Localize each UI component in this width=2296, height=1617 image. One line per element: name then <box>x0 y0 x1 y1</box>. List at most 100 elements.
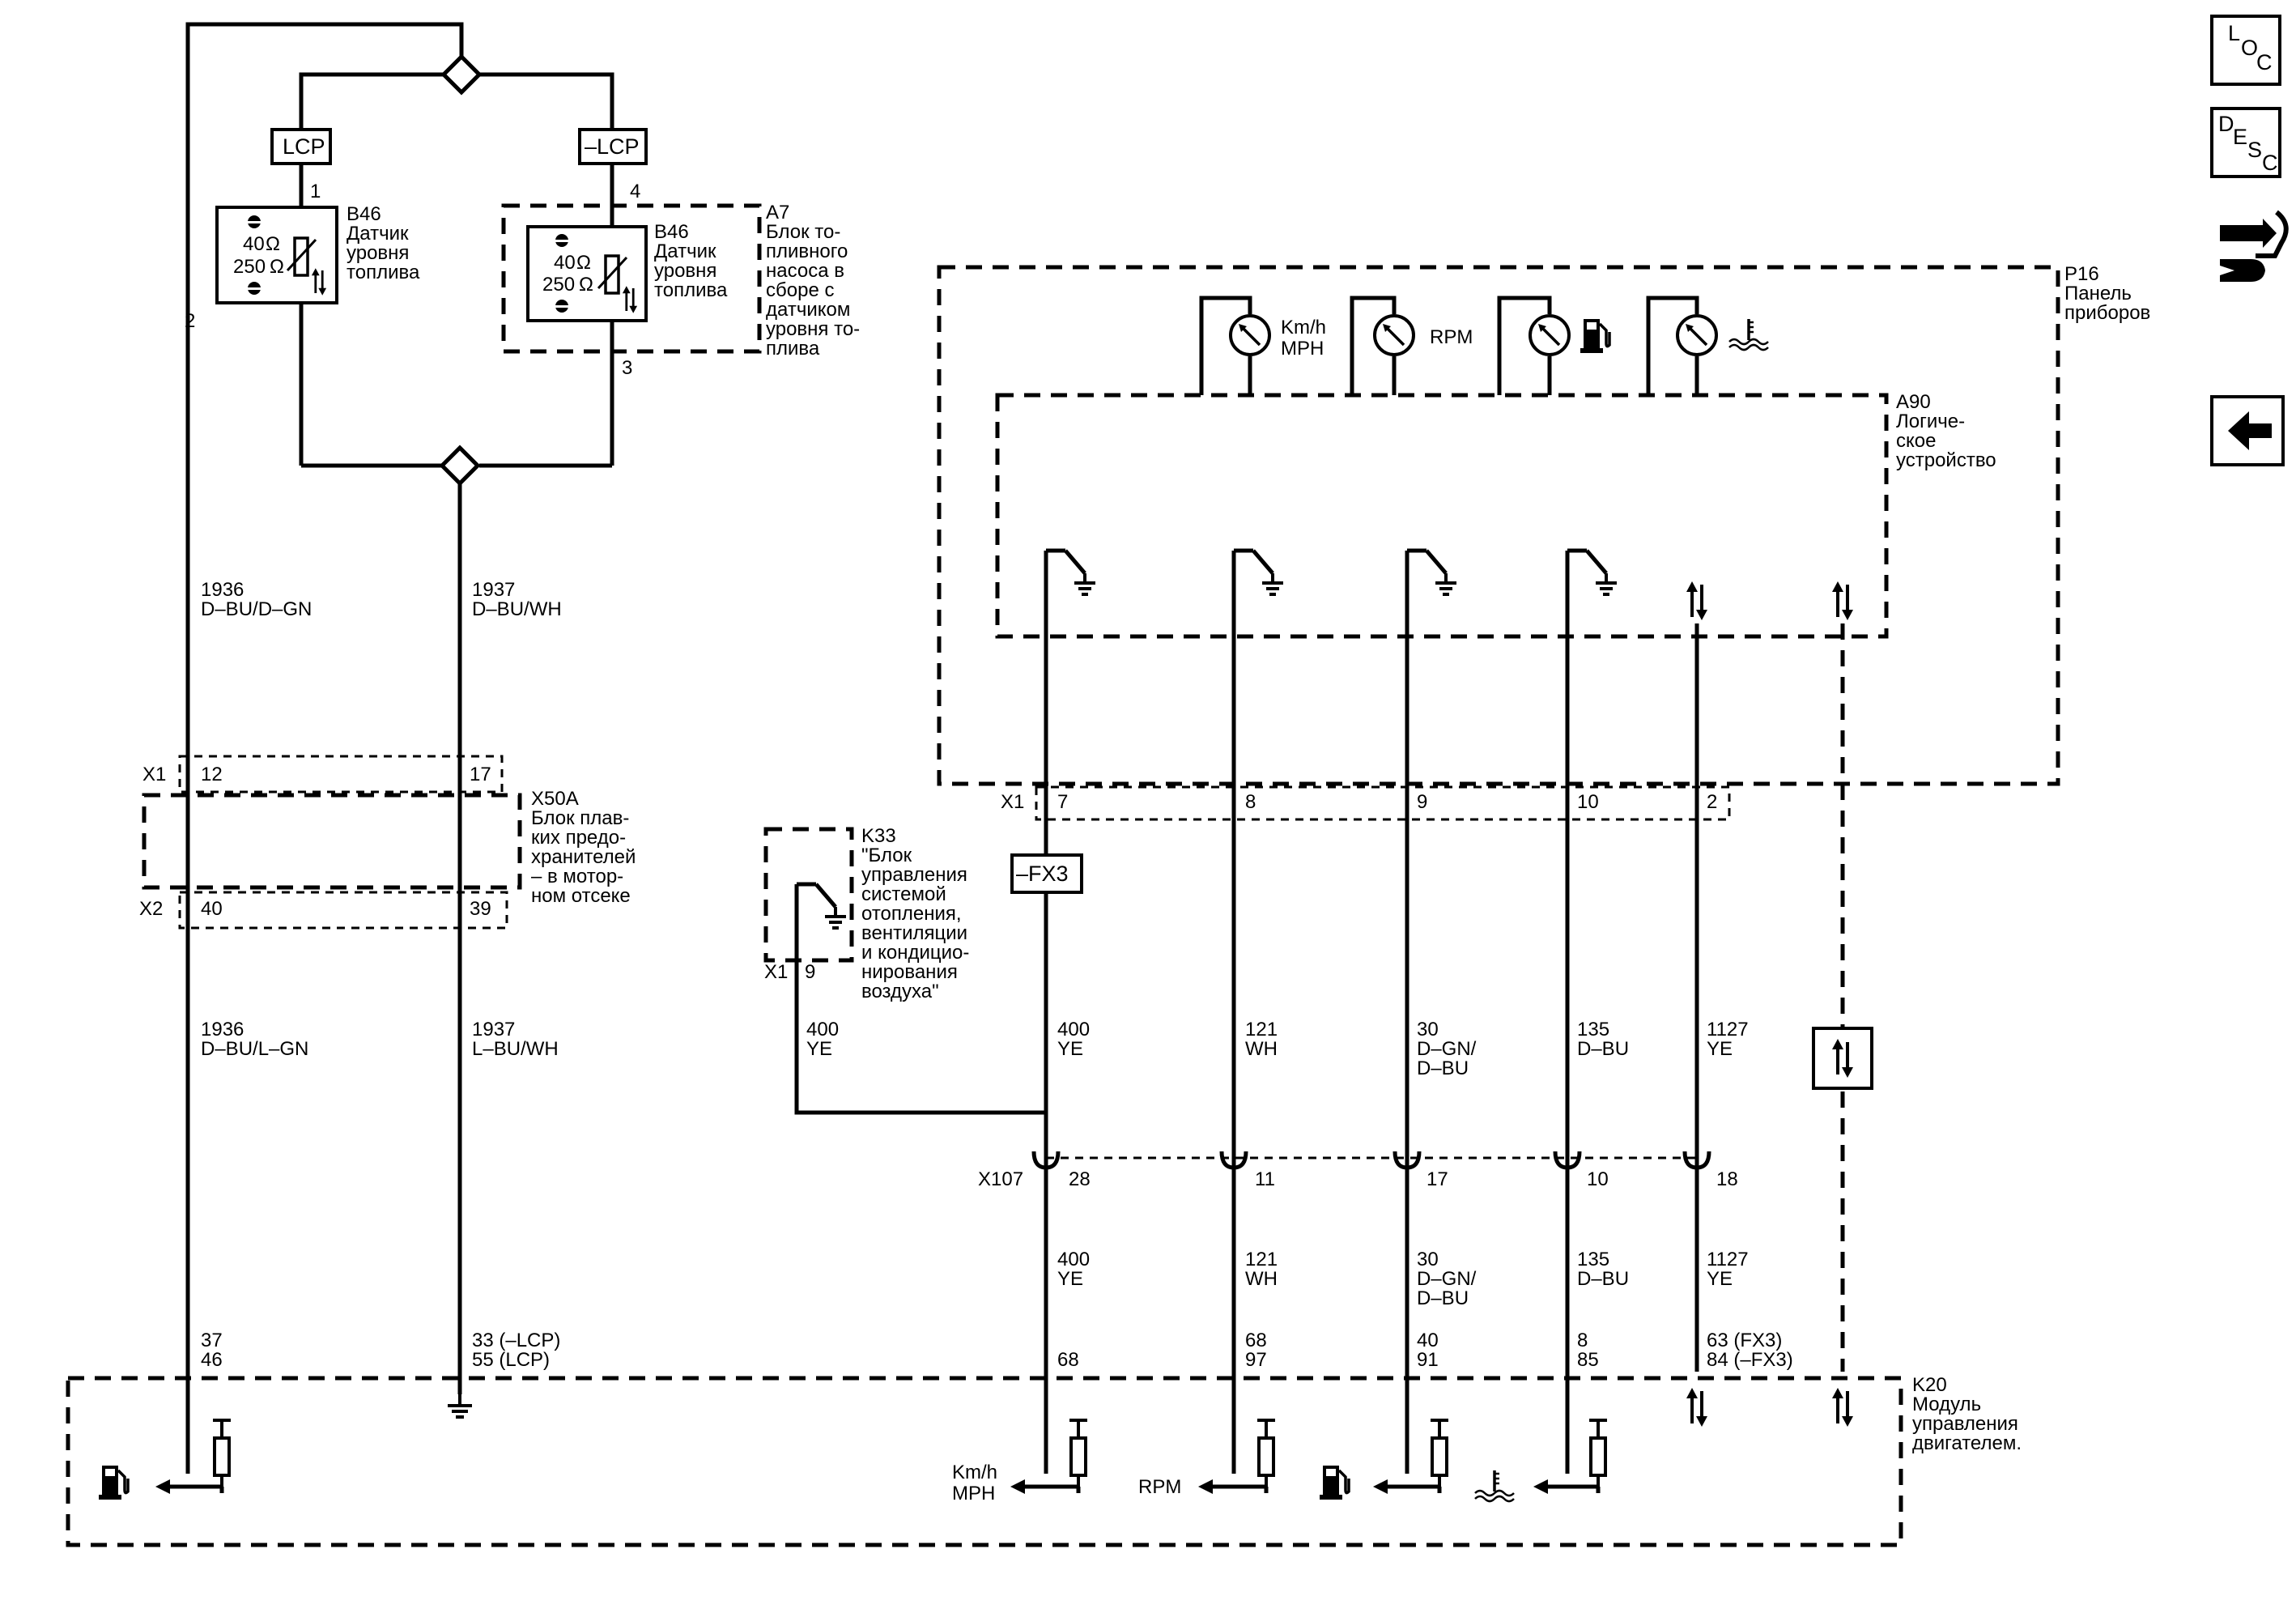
a90-switch-fuel <box>1407 551 1456 599</box>
b46-left-pin-top: 1 <box>310 181 321 202</box>
fuel-pump-icon <box>97 1464 130 1501</box>
loc-letter-o: O <box>2241 36 2258 60</box>
desc-letter-s: S <box>2247 138 2262 162</box>
desc-button[interactable]: D E S C <box>2210 107 2281 178</box>
svg-text:Ω: Ω <box>579 274 593 296</box>
svg-text:97: 97 <box>1245 1349 1267 1371</box>
svg-text:WH: WH <box>1245 1038 1278 1060</box>
svg-text:приборов: приборов <box>2064 302 2150 324</box>
svg-text:1127: 1127 <box>1707 1249 1749 1270</box>
a90-switch-rpm <box>1234 551 1283 599</box>
a90-switch-temp <box>1567 551 1617 599</box>
svg-text:ном отсеке: ном отсеке <box>531 885 631 907</box>
svg-text:YE: YE <box>1707 1268 1733 1290</box>
svg-text:10: 10 <box>1587 1168 1609 1190</box>
data-link-box <box>1812 1027 1873 1090</box>
svg-text:135: 135 <box>1577 1019 1609 1040</box>
top-left-fuel-sensors: LCP –LCP 1 40 Ω 250 Ω 2 B46 Датчик уровн… <box>185 22 860 1474</box>
svg-text:Ω: Ω <box>270 256 284 278</box>
svg-text:вентиляции: вентиляции <box>861 922 967 944</box>
svg-text:40: 40 <box>554 252 576 274</box>
wire-labels-mid: 400 YE 400 YE 121 WH 30 D–GN/ D–BU 135 D… <box>806 1019 1749 1079</box>
b46-right-pin-bottom: 3 <box>622 357 632 379</box>
svg-text:P16: P16 <box>2064 263 2099 285</box>
wire-1937-bottom-color: L–BU/WH <box>472 1038 559 1060</box>
svg-text:Блок плав-: Блок плав- <box>531 807 629 829</box>
fuel-gauge-icon <box>1529 314 1571 356</box>
resistor-icon <box>1068 1419 1089 1495</box>
svg-text:Блок то-: Блок то- <box>766 221 840 243</box>
svg-text:K33: K33 <box>861 825 896 847</box>
svg-text:воздуха": воздуха" <box>861 981 939 1002</box>
left-wires: 1936 D–BU/D–GN 1937 D–BU/WH 1936 D–BU/L–… <box>201 579 562 1060</box>
svg-text:топлива: топлива <box>347 262 420 283</box>
svg-text:400: 400 <box>1057 1249 1090 1270</box>
svg-text:D–GN/: D–GN/ <box>1417 1268 1477 1290</box>
bidirectional-arrows-icon <box>1830 580 1855 622</box>
speedometer-gauge-icon <box>1229 314 1271 356</box>
svg-text:Логиче-: Логиче- <box>1896 411 1965 432</box>
svg-text:D–BU: D–BU <box>1577 1268 1629 1290</box>
svg-text:121: 121 <box>1245 1249 1278 1270</box>
svg-text:нирования: нирования <box>861 961 958 983</box>
wire-1936-top-color: D–BU/D–GN <box>201 598 312 620</box>
b46-right-pin-top: 4 <box>630 181 640 202</box>
svg-text:46: 46 <box>201 1349 223 1371</box>
svg-text:33 (–LCP): 33 (–LCP) <box>472 1330 560 1351</box>
gauge-speed-unit-kmh: Km/h <box>1281 317 1326 338</box>
svg-text:уровня: уровня <box>347 242 409 264</box>
a90-switch-speed <box>1046 551 1095 599</box>
svg-text:X1: X1 <box>1001 791 1024 813</box>
resistor-icon <box>1256 1419 1277 1495</box>
svg-text:37: 37 <box>201 1330 223 1351</box>
svg-text:8: 8 <box>1245 791 1256 813</box>
fuel-pump-icon <box>1579 317 1611 355</box>
svg-text:9: 9 <box>805 961 815 983</box>
p16-x1-connector <box>1035 785 1731 821</box>
svg-text:датчиком: датчиком <box>766 299 850 321</box>
x50a-x1-connector: X1 <box>142 764 166 785</box>
svg-text:YE: YE <box>1707 1038 1733 1060</box>
coolant-temp-icon <box>1473 1469 1516 1503</box>
lcp-tag: LCP <box>270 128 332 165</box>
wire-1936-bottom-color: D–BU/L–GN <box>201 1038 308 1060</box>
ground-icon <box>446 1393 474 1419</box>
svg-text:–LCP: –LCP <box>585 134 640 159</box>
svg-text:250: 250 <box>233 256 266 278</box>
svg-text:K20: K20 <box>1912 1374 1947 1396</box>
svg-text:68: 68 <box>1057 1349 1079 1371</box>
svg-text:Датчик: Датчик <box>654 240 716 262</box>
svg-text:"Блок: "Блок <box>861 845 912 866</box>
a7-fuel-pump-module: 4 40 Ω 250 Ω B46 Датчик уровня топлива 3… <box>501 181 860 379</box>
svg-text:двигателем.: двигателем. <box>1912 1432 2022 1454</box>
svg-text:системой: системой <box>861 883 946 905</box>
k20-output-rpm: RPM <box>1138 1476 1181 1498</box>
svg-text:YE: YE <box>806 1038 832 1060</box>
svg-text:63 (FX3): 63 (FX3) <box>1707 1330 1782 1351</box>
svg-text:– в мотор-: – в мотор- <box>531 866 623 887</box>
back-button[interactable] <box>2210 395 2285 466</box>
svg-text:и кондицио-: и кондицио- <box>861 942 969 964</box>
x50a-x2-connector: X2 <box>139 898 163 920</box>
svg-text:B46: B46 <box>654 221 689 243</box>
svg-text:насоса в: насоса в <box>766 260 844 282</box>
svg-text:11: 11 <box>1255 1168 1275 1190</box>
resistor-icon <box>1588 1419 1609 1495</box>
svg-text:400: 400 <box>806 1019 839 1040</box>
svg-text:WH: WH <box>1245 1268 1278 1290</box>
wrench-connector-icon[interactable] <box>2220 210 2289 282</box>
k20-output-speed-kmh: Km/h <box>952 1462 997 1483</box>
p16-instrument-panel: P16 Панель приборов Km/h MPH RPM A90 Лог… <box>937 263 2150 821</box>
svg-text:устройство: устройство <box>1896 449 1996 471</box>
svg-text:сборе с: сборе с <box>766 279 834 301</box>
svg-text:отопления,: отопления, <box>861 903 962 925</box>
svg-text:Модуль: Модуль <box>1912 1394 1981 1415</box>
bidirectional-arrows-icon <box>1685 1386 1709 1428</box>
x50a-fuse-block: X1 12 17 X2 40 39 X50A Блок плав- ких пр… <box>139 755 636 930</box>
svg-text:YE: YE <box>1057 1038 1083 1060</box>
svg-text:Ω: Ω <box>576 252 591 274</box>
svg-text:12: 12 <box>201 764 223 785</box>
svg-text:39: 39 <box>470 898 491 920</box>
loc-button[interactable]: L O C <box>2210 15 2281 86</box>
svg-text:40: 40 <box>201 898 223 920</box>
